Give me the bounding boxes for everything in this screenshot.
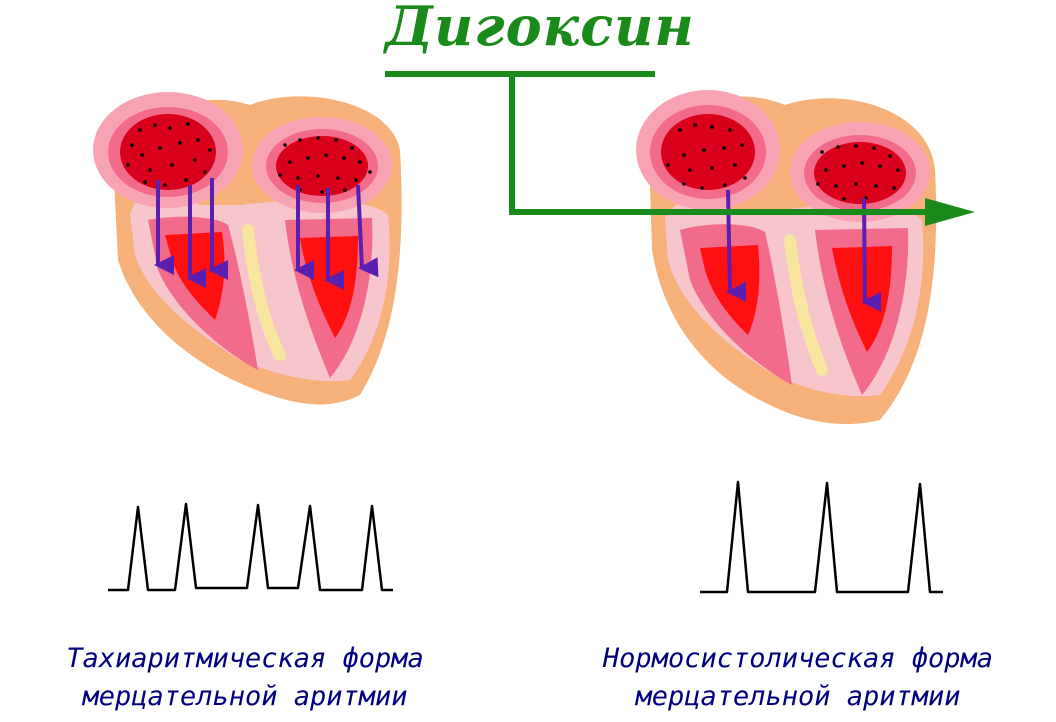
ecg-trace-tachyarrhythmia (108, 504, 393, 590)
drug-title: Дигоксин (385, 0, 655, 58)
caption-line: Тахиаритмическая форма (0, 640, 490, 678)
arrowhead-icon (925, 198, 975, 226)
caption-normosystolic: Нормосистолическая форма мерцательной ар… (540, 640, 1056, 716)
left-atrium (93, 92, 243, 208)
heart-tachyarrhythmia (93, 92, 402, 404)
right-atrium (252, 117, 392, 213)
left-atrium (636, 90, 780, 210)
heart-normosystolic (636, 90, 936, 424)
caption-line: мерцательной аритмии (0, 678, 490, 716)
right-atrium (790, 122, 930, 222)
caption-line: мерцательной аритмии (540, 678, 1056, 716)
ecg-trace-normosystolic (700, 482, 943, 592)
caption-line: Нормосистолическая форма (540, 640, 1056, 678)
caption-tachyarrhythmic: Тахиаритмическая форма мерцательной арит… (0, 640, 490, 716)
